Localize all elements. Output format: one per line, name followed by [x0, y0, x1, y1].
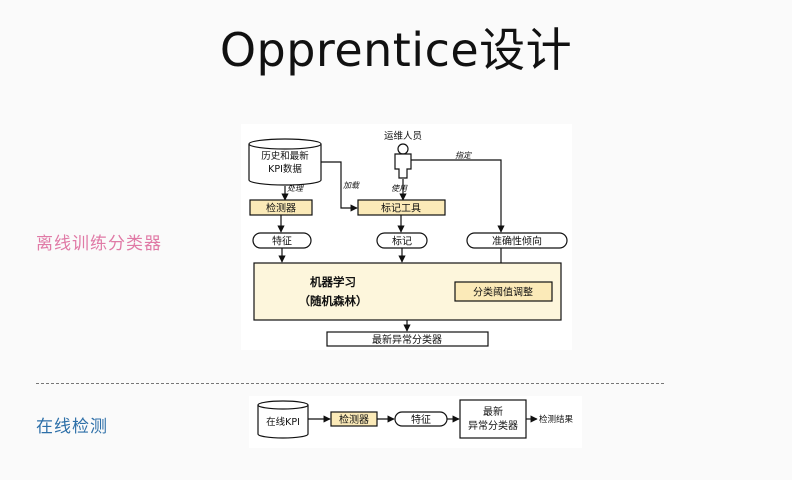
page-title: Opprentice设计	[219, 23, 573, 77]
label-tool-label: 标记工具	[381, 203, 421, 215]
label-label: 标记	[392, 236, 412, 248]
section-label-offline: 离线训练分类器	[36, 234, 162, 254]
online-classifier-box	[459, 399, 527, 439]
db-label-line2: KPI数据	[268, 163, 302, 175]
online-classifier-line2: 异常分类器	[468, 419, 518, 432]
accuracy-preference-label: 准确性倾向	[492, 235, 542, 248]
offline-training-diagram: 历史和最新 KPI数据 运维人员 处理 加载 使用 指定 检测器 标记工具 特征…	[241, 124, 572, 350]
db-label-line1: 历史和最新	[261, 150, 309, 162]
section-divider	[36, 383, 664, 384]
arrow-operator-to-accuracy	[411, 159, 505, 233]
detection-result-label: 检测结果	[539, 414, 574, 425]
online-classifier-line1: 最新	[483, 405, 503, 418]
online-kpi-database-icon	[257, 400, 309, 439]
online-detection-diagram: 在线KPI 检测器 特征 最新 异常分类器 检测结果	[249, 396, 582, 448]
kpi-database-icon	[248, 138, 322, 186]
latest-classifier-box	[326, 331, 489, 347]
threshold-adjust-box	[454, 281, 553, 302]
detector-label: 检测器	[266, 202, 296, 215]
edge-label-specify: 指定	[455, 151, 472, 160]
edge-label-load: 加载	[343, 181, 360, 190]
online-kpi-label: 在线KPI	[266, 416, 300, 428]
feature-label: 特征	[272, 236, 292, 248]
offline-diagram-svg: 历史和最新 KPI数据 运维人员 处理 加载 使用 指定 检测器 标记工具 特征…	[248, 130, 568, 347]
online-diagram-svg: 在线KPI 检测器 特征 最新 异常分类器 检测结果	[257, 399, 574, 439]
accuracy-preference-pill	[466, 232, 568, 249]
ml-label-line2: （随机森林）	[299, 294, 368, 308]
online-feature-label: 特征	[411, 414, 431, 426]
threshold-adjust-label: 分类阈值调整	[473, 286, 533, 299]
arrow-db-to-label-tool	[321, 161, 358, 212]
ml-label-line1: 机器学习	[310, 275, 356, 289]
section-label-online: 在线检测	[36, 417, 108, 437]
person-icon	[394, 143, 412, 179]
operator-label: 运维人员	[384, 130, 422, 142]
latest-classifier-label: 最新异常分类器	[372, 333, 442, 346]
edge-label-process: 处理	[287, 184, 304, 193]
edge-label-use: 使用	[391, 184, 408, 193]
online-detector-label: 检测器	[339, 413, 369, 426]
